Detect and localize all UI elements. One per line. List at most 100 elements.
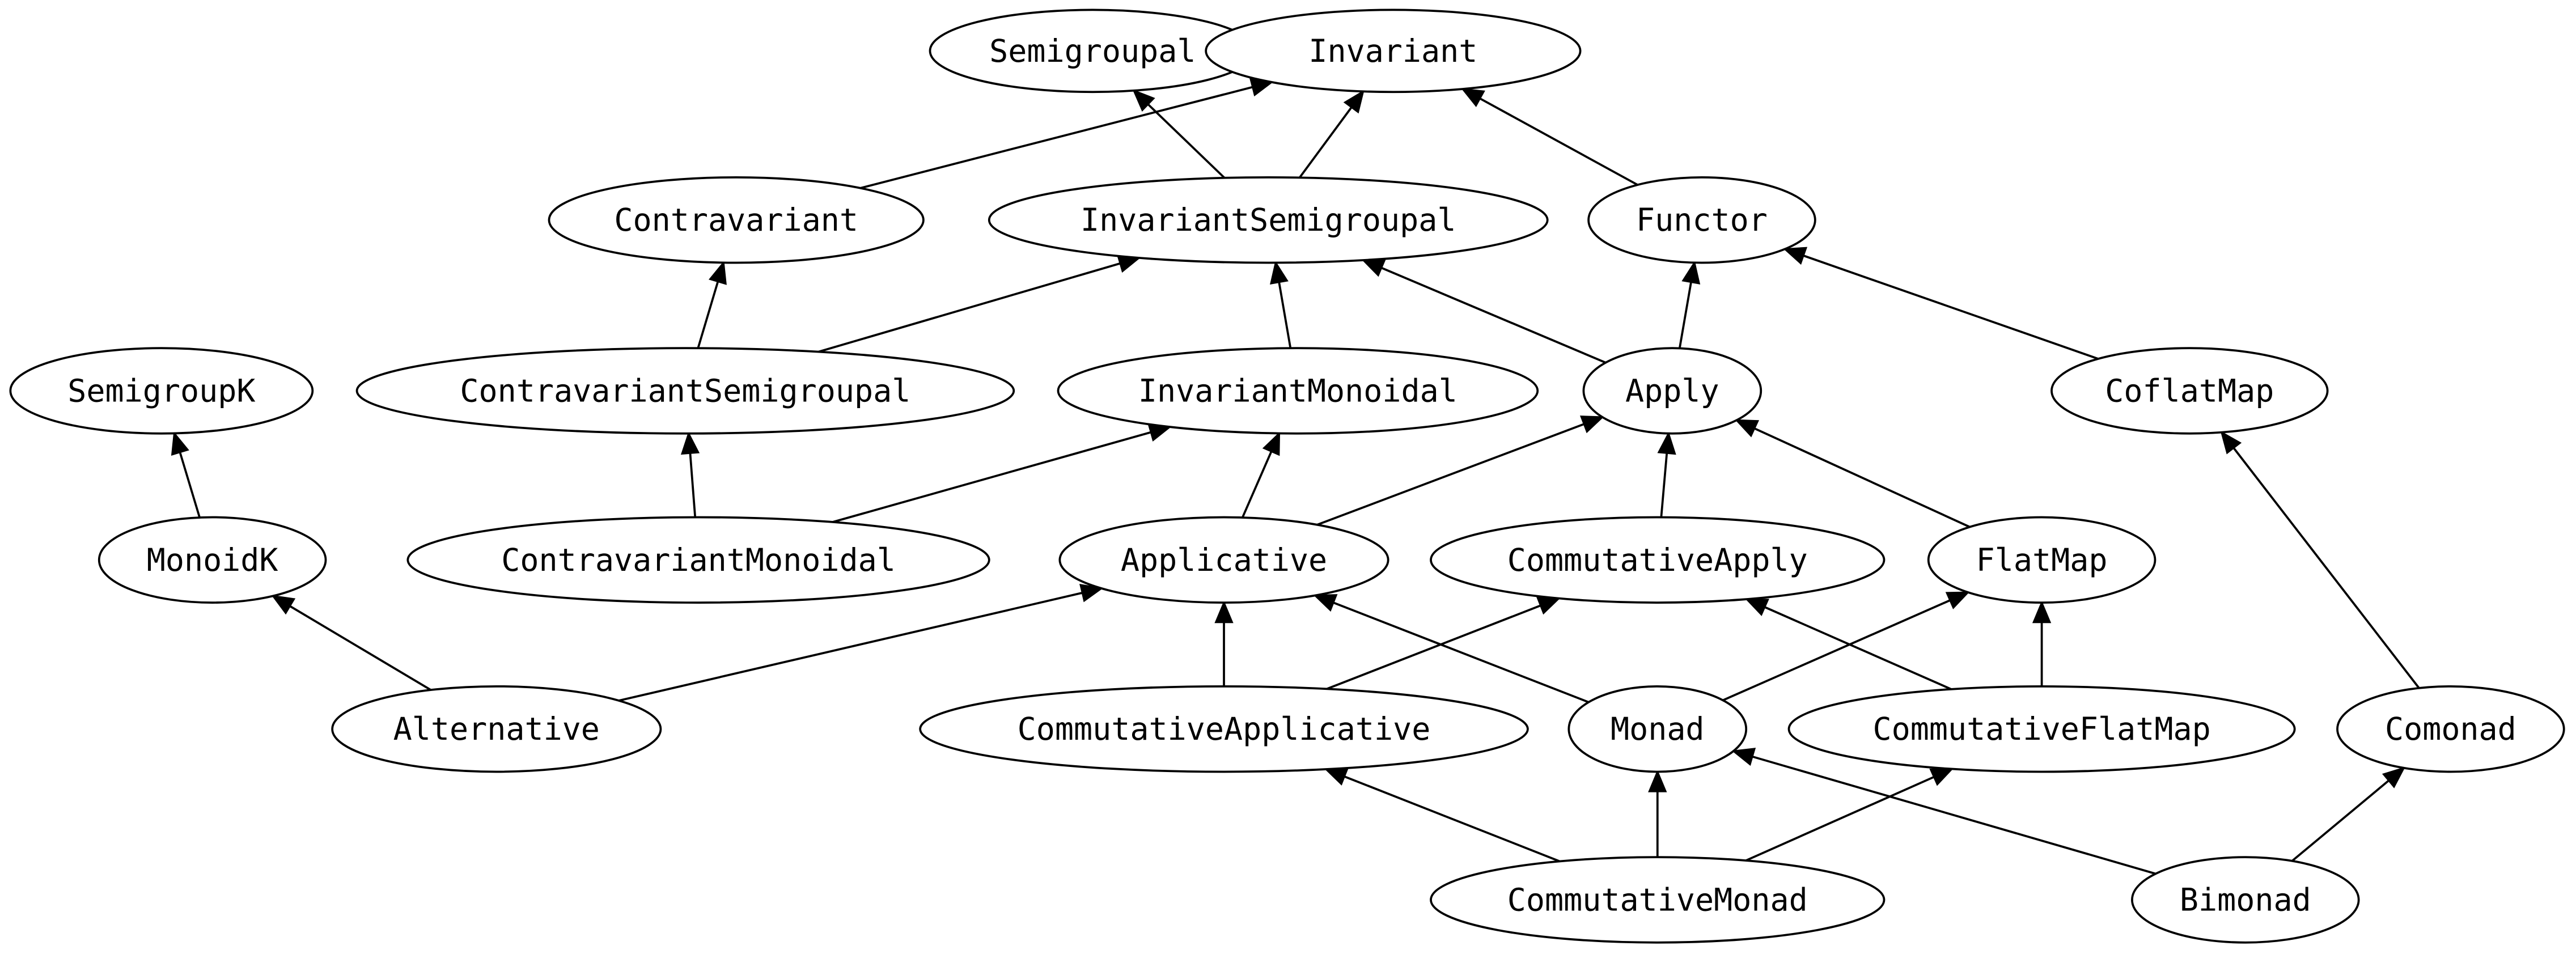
arrowhead — [1324, 768, 1349, 786]
edge-line — [618, 592, 1083, 702]
node-label: ContravariantMonoidal — [501, 542, 896, 578]
edge-contravariant-monoidal-to-contravariant-semigroupal — [680, 431, 700, 518]
edge-invariant-monoidal-to-invariant-semigroupal — [1270, 260, 1292, 349]
node-invariant: Invariant — [1205, 9, 1582, 94]
edge-line — [818, 262, 1121, 353]
node-monad: Monad — [1567, 685, 1748, 773]
node-coflat-map: CoflatMap — [2050, 347, 2329, 435]
edge-commutative-monad-to-monad — [1648, 769, 1667, 858]
node-label: Monad — [1611, 711, 1705, 747]
edge-line — [860, 86, 1253, 189]
edge-comonad-to-coflat-map — [2220, 430, 2420, 689]
node-ellipse — [98, 516, 327, 604]
arrowhead — [1782, 247, 1808, 265]
arrowhead — [1270, 260, 1289, 285]
arrowhead — [1744, 598, 1769, 616]
node-commutative-applicative: CommutativeApplicative — [919, 685, 1529, 773]
edge-line — [1678, 282, 1692, 349]
edge-apply-to-functor — [1678, 260, 1701, 349]
edge-commutative-flat-map-to-commutative-apply — [1744, 598, 1952, 690]
edge-monad-to-applicative — [1313, 594, 1589, 703]
node-ellipse — [1057, 347, 1539, 435]
node-label: CommutativeApplicative — [1018, 711, 1431, 747]
arrowhead — [1929, 768, 1954, 786]
node-ellipse — [1927, 516, 2156, 604]
node-ellipse — [2336, 685, 2565, 773]
node-ellipse — [1787, 685, 2296, 773]
node-monoid-k: MonoidK — [98, 516, 327, 604]
edge-line — [1333, 601, 1589, 703]
edge-apply-to-invariant-semigroupal — [1361, 259, 1607, 364]
node-ellipse — [1582, 347, 1762, 435]
edge-line — [1344, 775, 1560, 863]
arrowhead — [1079, 583, 1104, 603]
edge-bimonad-to-comonad — [2291, 766, 2406, 862]
node-ellipse — [355, 347, 1015, 435]
edge-line — [1754, 427, 1971, 528]
node-label: CommutativeApply — [1507, 542, 1808, 578]
edge-commutative-applicative-to-applicative — [1214, 600, 1234, 686]
node-functor: Functor — [1587, 176, 1816, 264]
node-ellipse — [1430, 516, 1886, 604]
node-ellipse — [1058, 516, 1389, 604]
edge-line — [1147, 103, 1226, 179]
arrowhead — [1343, 90, 1365, 114]
arrowhead — [1731, 748, 1756, 766]
node-contravariant-semigroupal: ContravariantSemigroupal — [355, 347, 1015, 435]
node-semigroup-k: SemigroupK — [9, 347, 314, 435]
node-ellipse — [988, 176, 1549, 264]
edge-alternative-to-applicative — [618, 583, 1104, 702]
node-commutative-monad: CommutativeMonad — [1430, 856, 1886, 944]
edge-line — [832, 431, 1151, 523]
node-label: Semigroupal — [989, 33, 1196, 69]
edge-line — [1722, 599, 1951, 702]
node-label: Apply — [1625, 372, 1719, 409]
arrowhead — [708, 260, 727, 285]
node-label: InvariantMonoidal — [1138, 372, 1458, 409]
edge-line — [1660, 453, 1668, 518]
node-label: Alternative — [393, 711, 600, 747]
node-label: Comonad — [2385, 711, 2516, 747]
arrowhead — [1460, 88, 1485, 108]
edge-line — [1278, 282, 1292, 349]
node-contravariant-monoidal: ContravariantMonoidal — [406, 516, 990, 604]
node-comonad: Comonad — [2336, 685, 2565, 773]
edge-contravariant-semigroupal-to-contravariant — [697, 260, 727, 349]
node-ellipse — [1587, 176, 1816, 264]
node-ellipse — [406, 516, 990, 604]
node-label: InvariantSemigroupal — [1081, 202, 1456, 238]
node-ellipse — [2131, 856, 2360, 944]
edge-bimonad-to-monad — [1731, 748, 2156, 875]
edge-flat-map-to-apply — [1734, 419, 1971, 528]
node-label: SemigroupK — [67, 372, 255, 409]
edges-layer — [171, 78, 2420, 875]
node-ellipse — [331, 685, 662, 773]
edge-line — [289, 605, 431, 691]
node-label: Bimonad — [2180, 881, 2311, 918]
node-flat-map: FlatMap — [1927, 516, 2156, 604]
arrowhead — [1313, 594, 1338, 612]
edge-coflat-map-to-functor — [1782, 247, 2099, 360]
node-applicative: Applicative — [1058, 516, 1389, 604]
node-label: CommutativeMonad — [1507, 881, 1808, 918]
edge-line — [697, 281, 719, 349]
node-commutative-apply: CommutativeApply — [1430, 516, 1886, 604]
node-label: Invariant — [1308, 33, 1477, 69]
edge-line — [179, 452, 201, 518]
node-label: FlatMap — [1976, 542, 2108, 578]
node-alternative: Alternative — [331, 685, 662, 773]
arrowhead — [1262, 431, 1281, 456]
arrowhead — [1681, 260, 1701, 285]
edge-line — [2291, 779, 2389, 862]
edge-line — [689, 453, 697, 518]
edge-alternative-to-monoid-k — [271, 595, 431, 691]
edge-line — [1298, 107, 1353, 179]
arrowhead — [2382, 766, 2406, 788]
node-ellipse — [9, 347, 314, 435]
node-invariant-monoidal: InvariantMonoidal — [1057, 347, 1539, 435]
node-apply: Apply — [1582, 347, 1762, 435]
edge-commutative-applicative-to-commutative-apply — [1326, 597, 1561, 690]
node-invariant-semigroupal: InvariantSemigroupal — [988, 176, 1549, 264]
